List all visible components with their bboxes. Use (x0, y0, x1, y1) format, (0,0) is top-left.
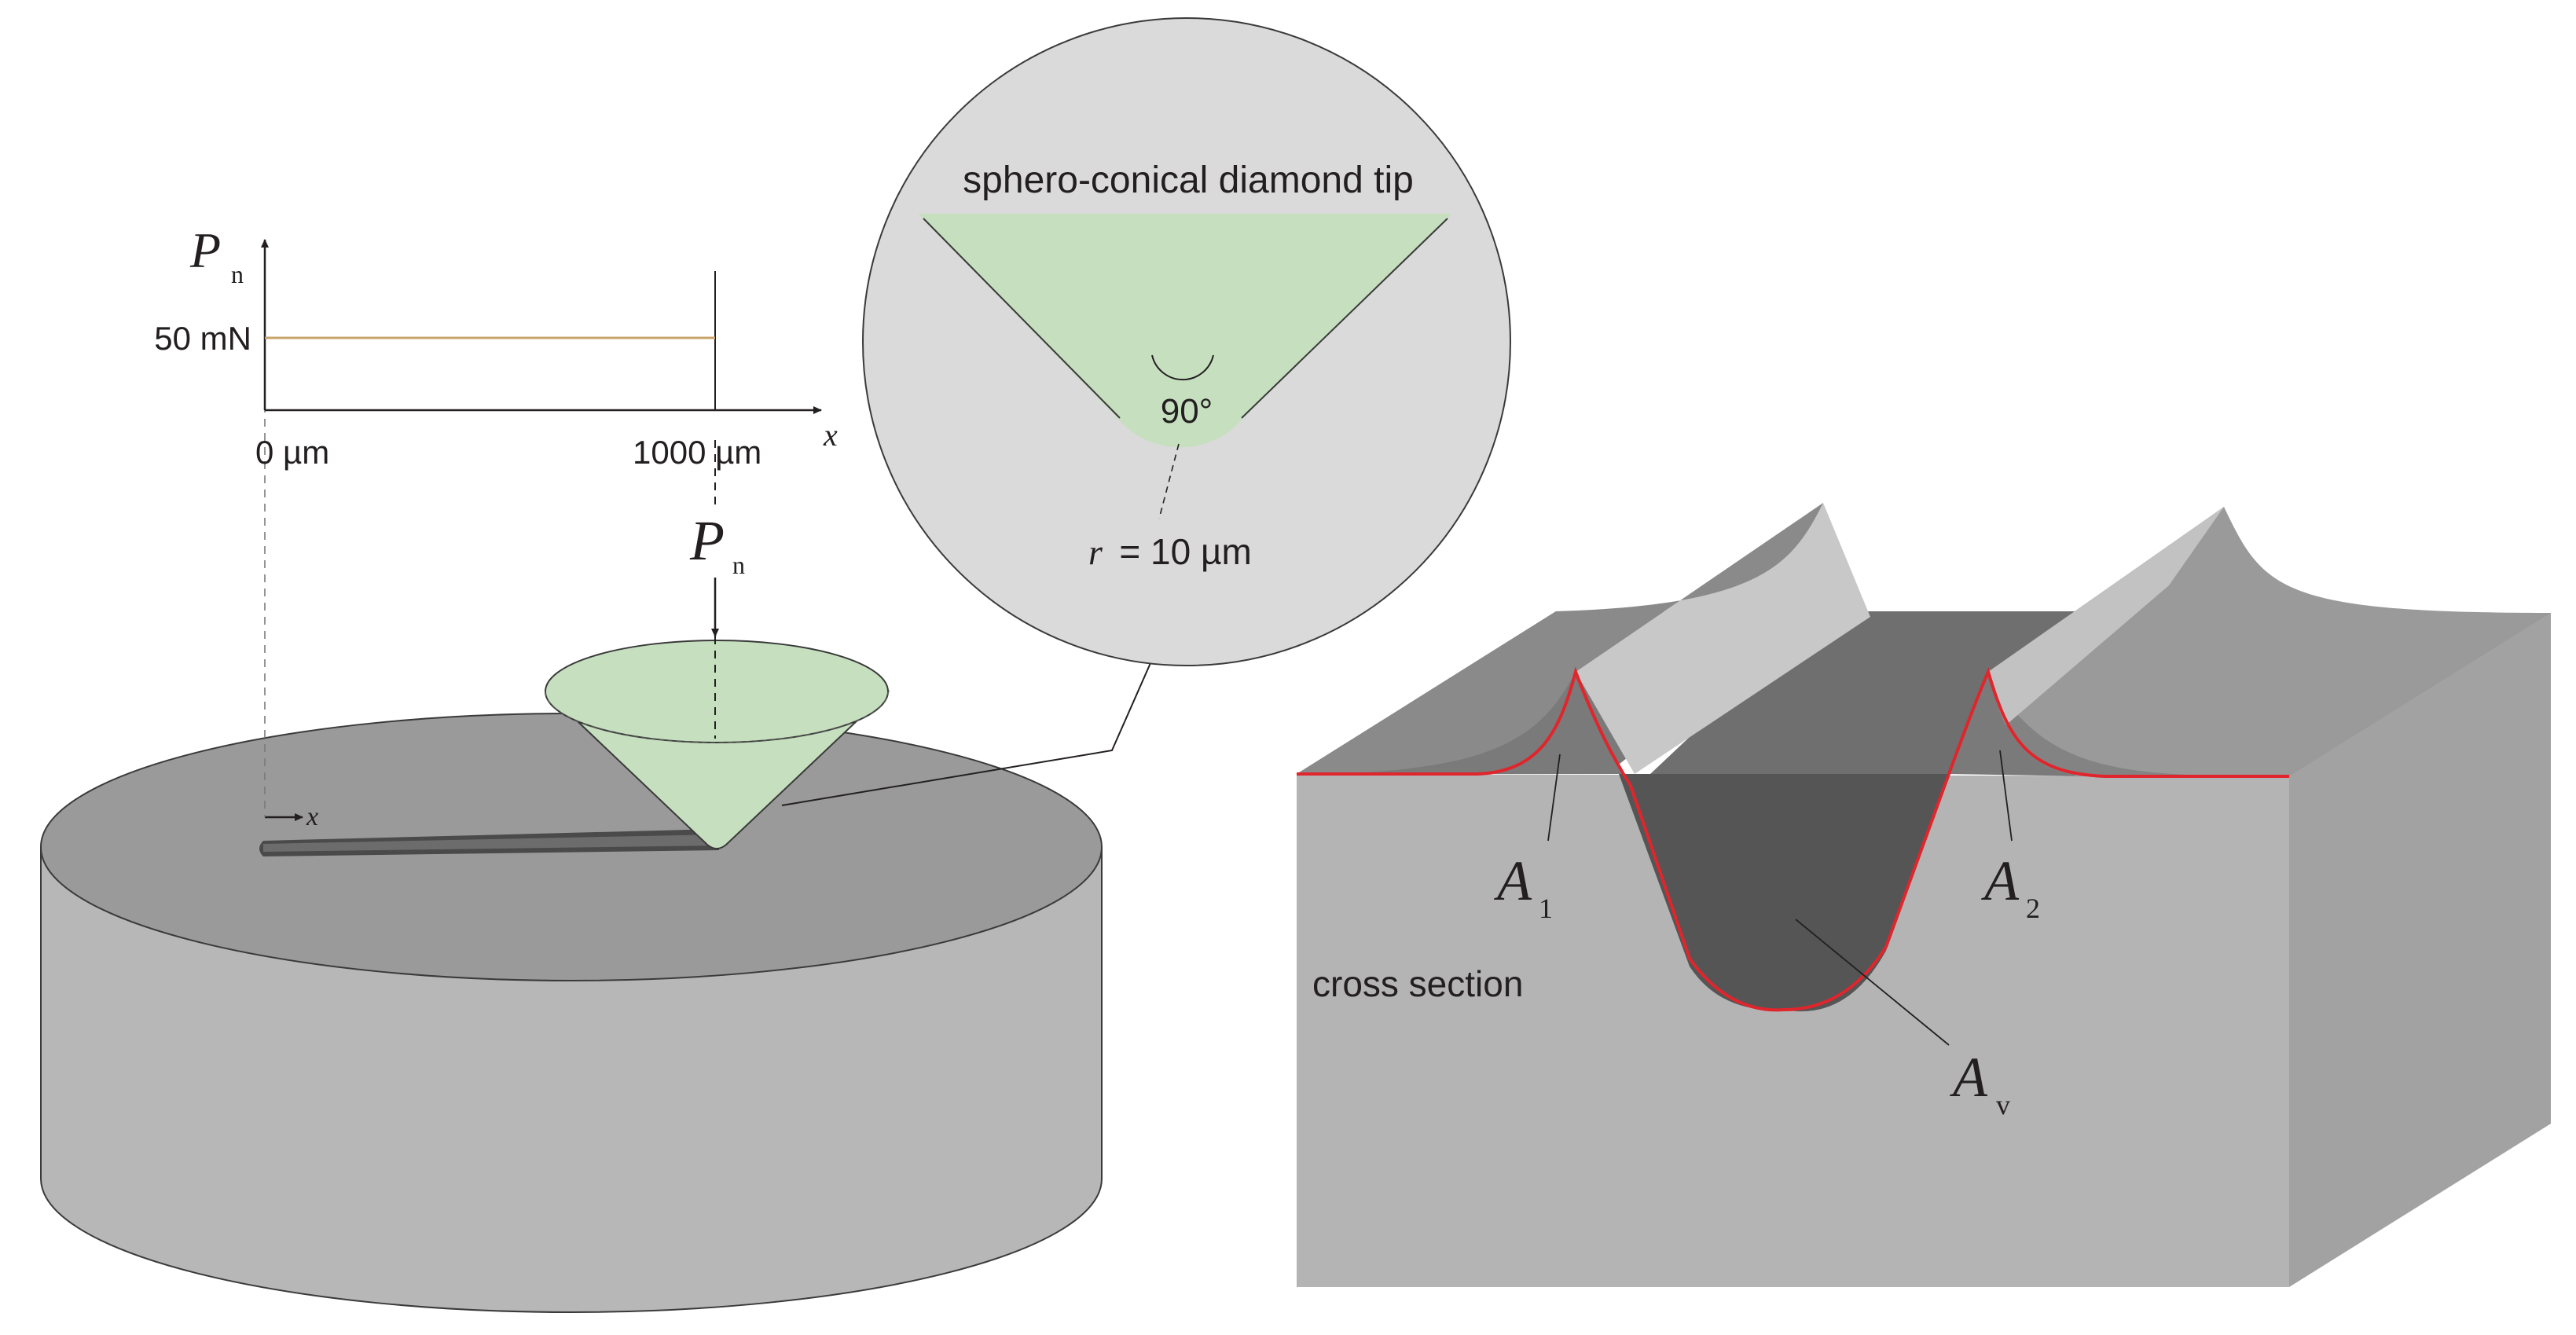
svg-text:1: 1 (1539, 893, 1553, 924)
inset-title: sphero-conical diamond tip (963, 160, 1414, 201)
block-front-face (1297, 774, 2289, 1287)
conical-tip (544, 636, 890, 849)
a1-pileup-section (1493, 672, 1623, 774)
av-label-group: A v (1795, 919, 2010, 1120)
cross-section-block (1297, 503, 2551, 1287)
svg-text:A: A (1950, 1046, 1988, 1109)
left-pileup-ridge (1576, 503, 1870, 774)
scratch-x-axis: x (265, 802, 318, 831)
load-symbol: P (689, 509, 725, 572)
cone-top-ellipse (545, 640, 889, 743)
tip-angle-label: 90° (1161, 392, 1213, 431)
cylinder-sample (40, 713, 1103, 1313)
a2-label-group: A 2 (1981, 750, 2040, 924)
groove-cross-section (1619, 774, 1949, 1012)
load-graph: P n 50 mN 0 µm 1000 µm x (154, 222, 838, 471)
tip-inset: sphero-conical diamond tip 90° r = 10 µm (862, 17, 1511, 666)
surface-profile-line (1297, 666, 2289, 1012)
graph-x-symbol: x (823, 417, 838, 453)
graph-y-subscript: n (231, 260, 244, 288)
scratch-x-label: x (306, 802, 318, 831)
cross-section-label: cross section (1312, 963, 1523, 1004)
svg-text:v: v (1996, 1089, 2010, 1120)
x-start-label: 0 µm (255, 434, 329, 471)
svg-text:A: A (1981, 849, 2020, 912)
load-value-label: 50 mN (154, 320, 251, 357)
a2-pileup-section (1949, 672, 2090, 776)
svg-text:2: 2 (2026, 893, 2040, 924)
svg-text:A: A (1494, 849, 1532, 912)
inset-tip-shape (918, 214, 1451, 448)
scratch-groove (259, 829, 719, 856)
load-subscript: n (732, 551, 745, 579)
block-right-face (2289, 613, 2551, 1287)
a1-label-group: A 1 (1494, 754, 1561, 924)
x-end-label: 1000 µm (633, 434, 761, 471)
radius-label: r = 10 µm (1088, 531, 1252, 572)
graph-y-symbol: P (189, 222, 221, 278)
normal-load-arrow: P n (689, 509, 745, 637)
